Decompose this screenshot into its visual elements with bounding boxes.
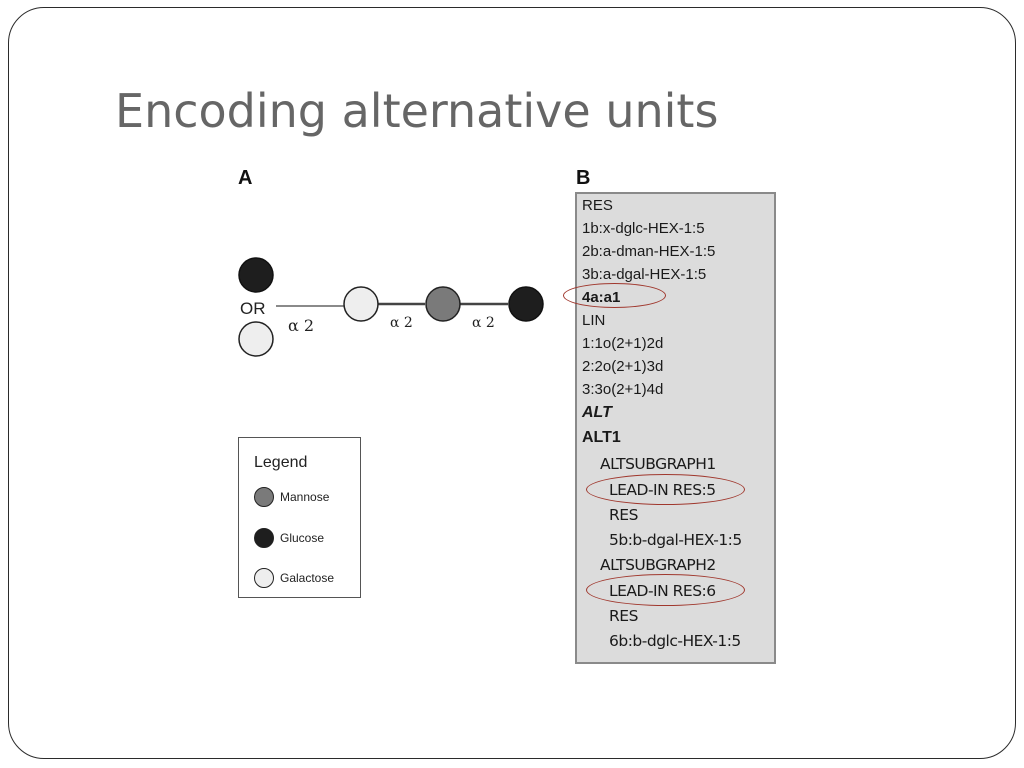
linkage-label-1: α 2 (288, 316, 314, 335)
code-line: 6b:b-dglc-HEX-1:5 (609, 632, 741, 650)
code-line: RES (582, 197, 613, 214)
galactose-icon (254, 568, 274, 588)
linkage-label-3: α 2 (472, 315, 495, 331)
mannose-residue (425, 286, 461, 322)
legend-label: Mannose (280, 490, 330, 504)
panel-a-letter: A (238, 167, 253, 189)
code-line: ALTSUBGRAPH2 (600, 556, 716, 574)
panel-b-letter: B (576, 167, 591, 189)
legend-label: Glucose (280, 531, 325, 545)
legend-title: Legend (254, 454, 308, 471)
highlight-ellipse-4a (563, 283, 666, 308)
linkage-label-2: α 2 (390, 315, 413, 331)
code-line: ALT (582, 404, 612, 421)
code-line: RES (609, 506, 638, 524)
code-line: 2:2o(2+1)3d (582, 358, 664, 375)
galactose-residue (343, 286, 379, 322)
alternative-glucose-residue (238, 257, 274, 293)
mannose-icon (254, 487, 274, 507)
legend-item-galactose: Galactose (254, 566, 334, 590)
code-line: ALT1 (582, 429, 621, 446)
glucose-residue (508, 286, 544, 322)
slide-title: Encoding alternative units (115, 84, 719, 138)
code-line: RES (609, 607, 638, 625)
code-line: 2b:a-dman-HEX-1:5 (582, 243, 716, 260)
legend-label: Galactose (280, 571, 335, 585)
code-line: 3:3o(2+1)4d (582, 381, 664, 398)
glucose-icon (254, 528, 274, 548)
code-line: 1b:x-dglc-HEX-1:5 (582, 220, 705, 237)
or-label: OR (240, 299, 266, 318)
legend-item-glucose: Glucose (254, 526, 324, 550)
highlight-ellipse-lead-in-5 (586, 474, 745, 505)
code-line: LIN (582, 312, 606, 329)
code-line: ALTSUBGRAPH1 (600, 455, 716, 473)
alternative-galactose-residue (238, 321, 274, 357)
highlight-ellipse-lead-in-6 (586, 574, 745, 606)
code-line: 1:1o(2+1)2d (582, 335, 664, 352)
code-line: 3b:a-dgal-HEX-1:5 (582, 266, 707, 283)
legend-item-mannose: Mannose (254, 485, 329, 509)
legend: Legend Mannose Glucose Galactose (238, 437, 361, 598)
slide-frame (8, 7, 1016, 759)
code-line: 5b:b-dgal-HEX-1:5 (609, 531, 742, 549)
